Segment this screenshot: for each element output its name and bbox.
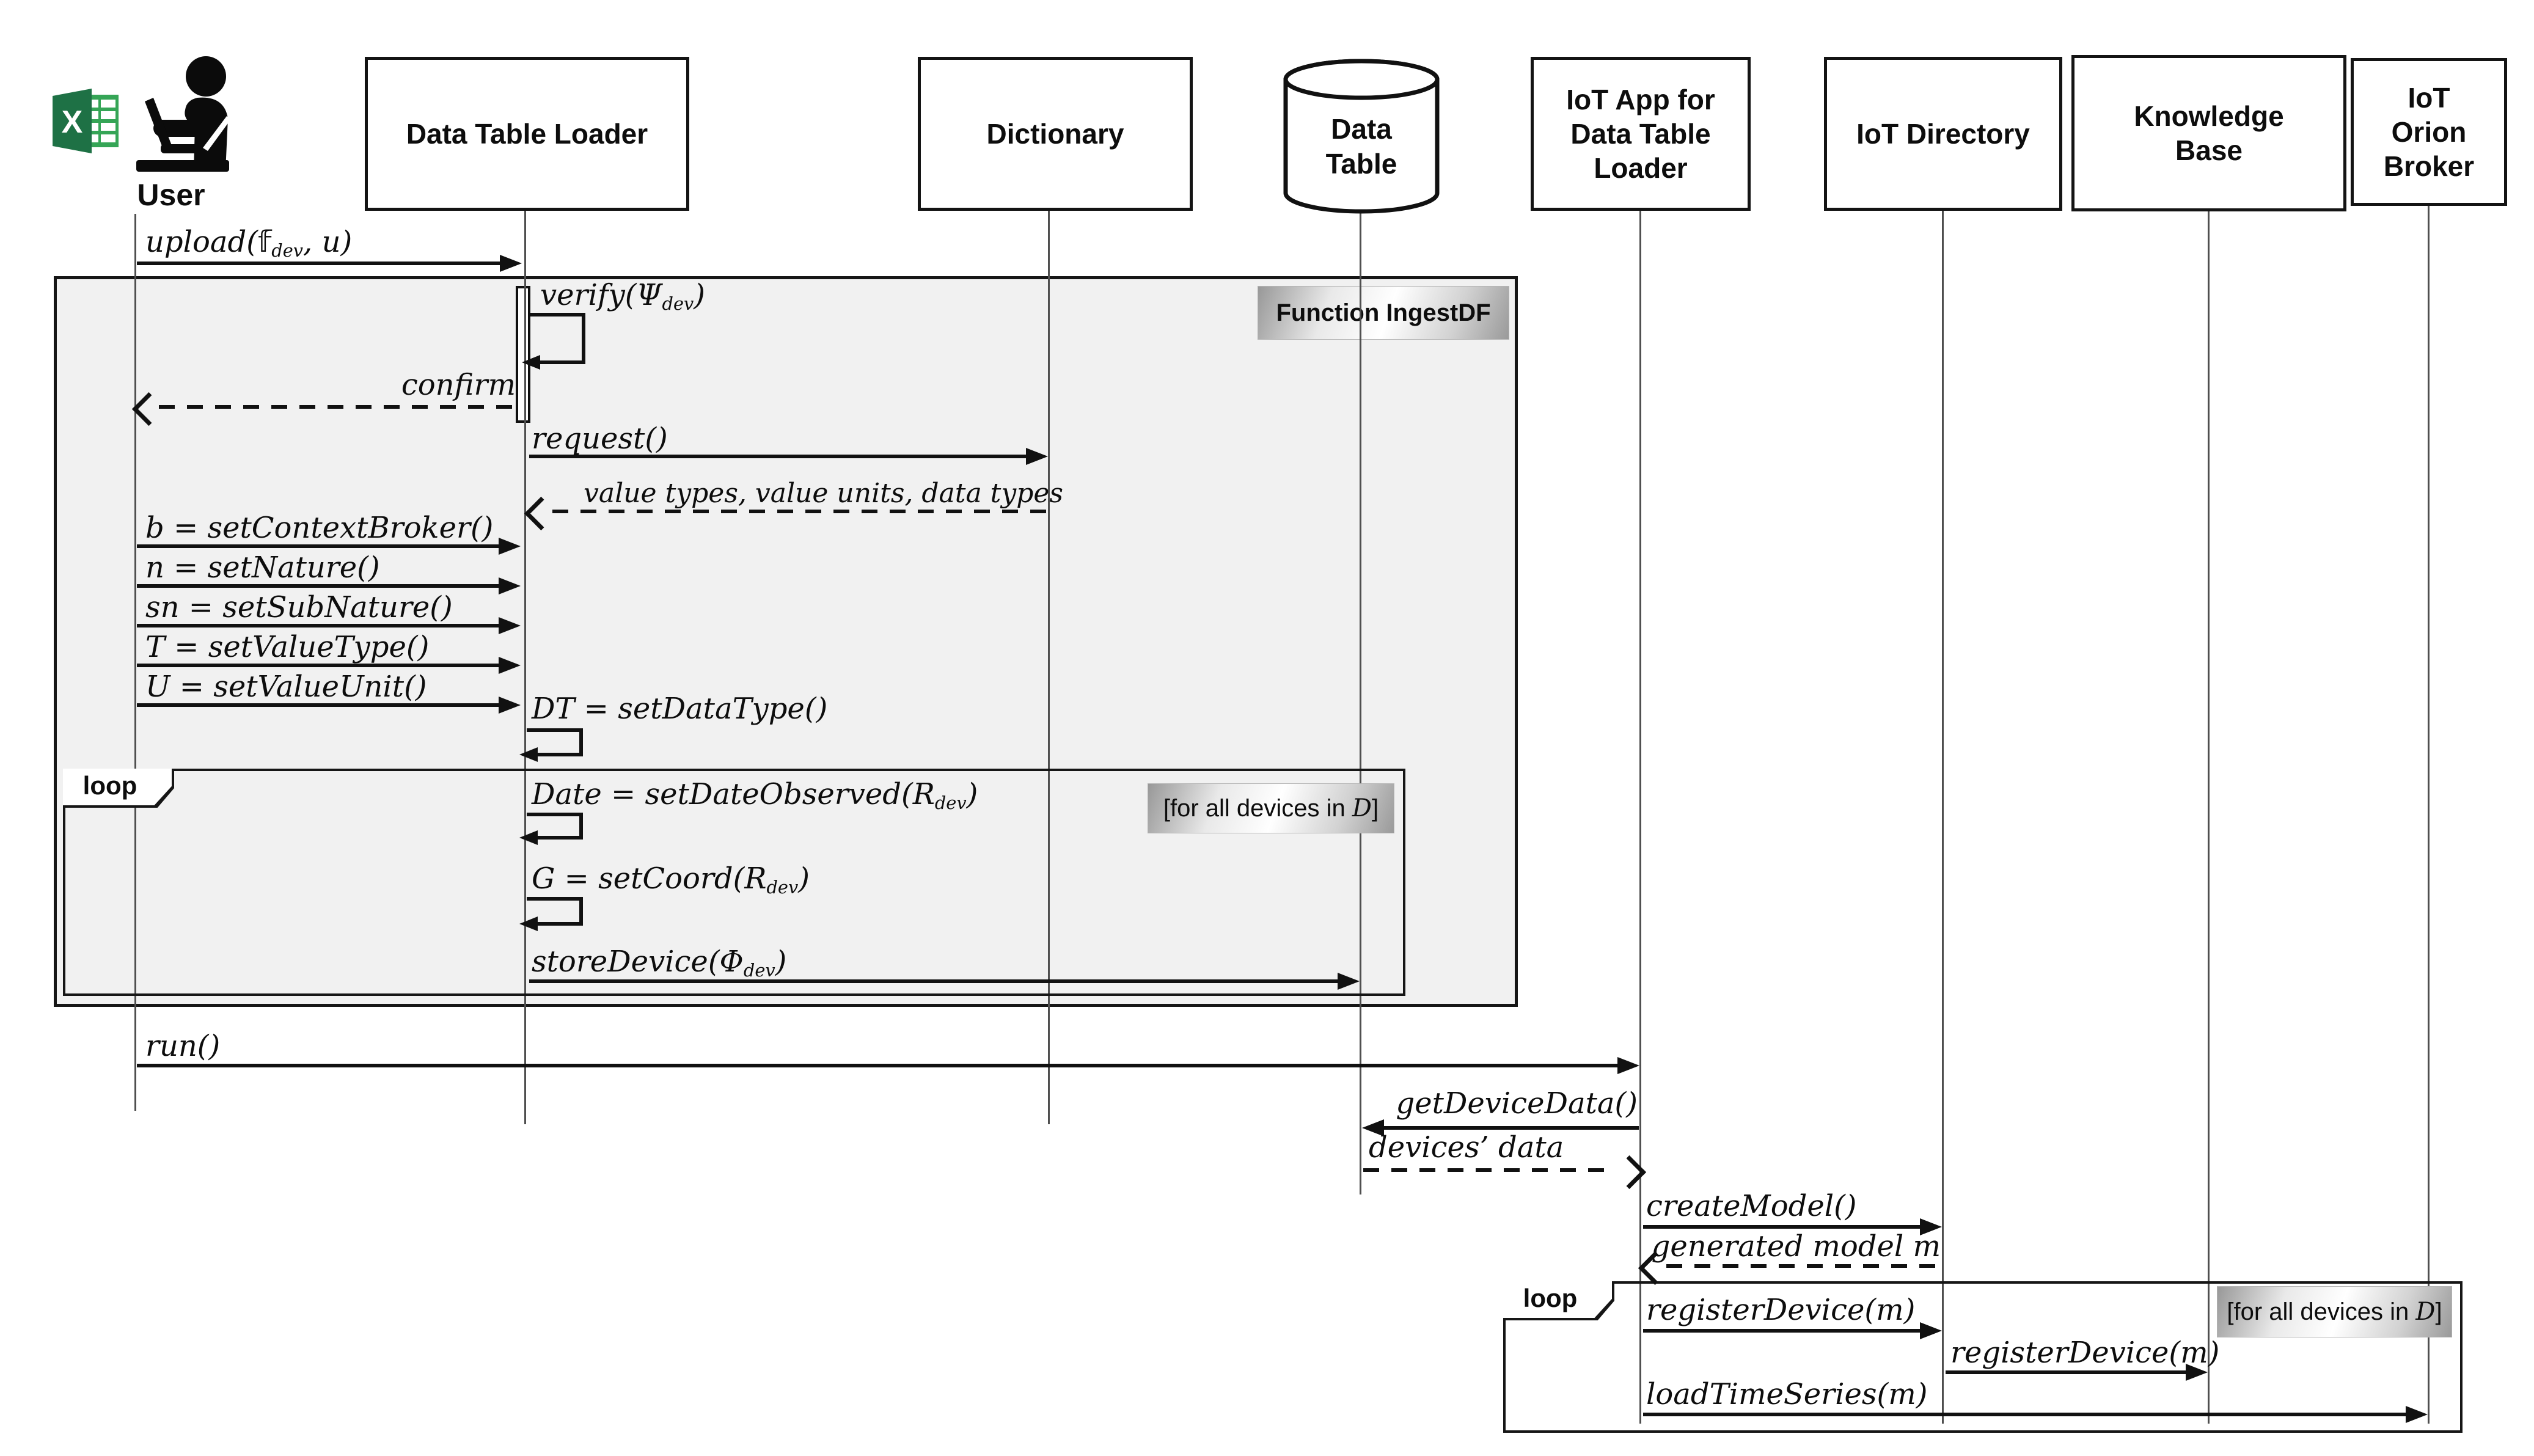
person-at-laptop-icon <box>113 48 238 173</box>
loop1-guard-text: [for all devices in D] <box>1163 794 1379 822</box>
participant-label: Data Table <box>1325 112 1397 180</box>
participant-dictionary: Dictionary <box>918 57 1193 211</box>
message-arrow-set-nature <box>137 577 521 594</box>
message-label-get-device-data: getDeviceData() <box>1396 1086 1638 1121</box>
message-label-run: run() <box>145 1029 221 1063</box>
message-arrow-set-context-broker <box>137 538 521 555</box>
message-arrow-get-device-data <box>1362 1119 1639 1136</box>
message-arrow-set-value-type <box>137 657 521 674</box>
message-arrow-register-device-2 <box>1946 1364 2208 1381</box>
message-arrow-run <box>137 1057 1639 1074</box>
message-arrow-value-types <box>552 510 1047 513</box>
message-arrow-set-coord-self <box>519 897 583 931</box>
function-ingestdf-frame <box>54 276 1518 1007</box>
message-label-request: request() <box>532 422 668 456</box>
lifeline-iot-app <box>1639 211 1641 1424</box>
message-arrow-set-value-unit <box>137 697 521 714</box>
participant-iot-app: IoT App for Data Table Loader <box>1531 57 1751 211</box>
participant-label: IoT Orion Broker <box>2383 81 2475 183</box>
message-label-upload: upload(𝕗dev, u) <box>145 225 353 262</box>
message-arrow-load-time-series <box>1643 1406 2428 1423</box>
svg-text:X: X <box>62 104 83 140</box>
loop1-guard-label: [for all devices in D] <box>1148 783 1394 833</box>
user-label-text: User <box>137 178 205 212</box>
message-arrow-verify-self <box>522 313 585 370</box>
excel-icon: X <box>53 89 121 153</box>
message-arrow-register-device-1 <box>1643 1322 1942 1339</box>
function-ingestdf-label-text: Function IngestDF <box>1276 299 1491 326</box>
participant-label: Knowledge Base <box>2134 100 2284 166</box>
message-label-set-data-type: DT = setDataType() <box>532 692 828 726</box>
message-label-register-device-2: registerDevice(m) <box>1950 1336 2220 1370</box>
lifeline-data-table-loader <box>524 211 526 1124</box>
lifeline-user <box>134 214 136 1111</box>
lifeline-knowledge-base <box>2208 211 2210 1424</box>
message-arrow-set-sub-nature <box>137 617 521 634</box>
database-cylinder-icon <box>1282 56 1441 216</box>
loop2-guard-label: [for all devices in D] <box>2217 1286 2452 1337</box>
message-label-create-model: createModel() <box>1646 1189 1857 1223</box>
function-ingestdf-label: Function IngestDF <box>1258 286 1509 340</box>
message-arrow-generated-model <box>1666 1264 1941 1268</box>
message-arrow-request <box>529 448 1048 465</box>
loop2-operator-label: loop <box>1523 1284 1578 1312</box>
participant-label: Dictionary <box>986 117 1124 150</box>
participant-data-table-loader: Data Table Loader <box>365 57 689 211</box>
message-label-store-device: storeDevice(Φdev) <box>532 945 787 981</box>
message-arrow-set-data-type-self <box>519 728 583 762</box>
lifeline-data-table <box>1360 213 1361 1194</box>
lifeline-dictionary <box>1048 211 1050 1124</box>
message-label-devices-data: devices’ data <box>1369 1130 1564 1165</box>
loop1-operator-tag: loop <box>63 769 174 808</box>
message-label-set-value-type: T = setValueType() <box>145 630 430 664</box>
participant-user-label: User <box>98 177 244 213</box>
participant-label: Data Table Loader <box>406 117 648 150</box>
message-label-verify: verify(Ψdev) <box>540 278 706 315</box>
message-arrow-store-device <box>529 973 1360 990</box>
loop2-frame <box>1503 1281 2463 1433</box>
activation-bar-data-table-loader <box>516 286 530 423</box>
message-label-set-context-broker: b = setContextBroker() <box>145 511 494 545</box>
message-label-set-coord: G = setCoord(Rdev) <box>532 862 810 898</box>
participant-data-table: Data Table <box>1282 92 1441 202</box>
participant-iot-directory: IoT Directory <box>1824 57 2062 211</box>
lifeline-iot-directory <box>1942 211 1944 1424</box>
loop2-guard-text: [for all devices in D] <box>2227 1298 2442 1326</box>
participant-iot-orion-broker: IoT Orion Broker <box>2351 58 2507 206</box>
message-arrow-confirm <box>159 405 516 409</box>
message-label-value-types: value types, value units, data types <box>584 478 1063 509</box>
message-label-set-date-observed: Date = setDateObserved(Rdev) <box>532 777 978 814</box>
loop1-frame <box>63 769 1405 996</box>
message-label-register-device-1: registerDevice(m) <box>1646 1293 1916 1327</box>
loop-tag-shape-fill <box>1503 1281 1612 1318</box>
message-arrow-create-model <box>1643 1218 1942 1235</box>
message-label-set-value-unit: U = setValueUnit() <box>145 670 427 704</box>
message-arrow-set-date-observed-self <box>519 813 583 845</box>
participant-label: IoT App for Data Table Loader <box>1566 83 1715 185</box>
message-label-generated-model: generated model m <box>1651 1229 1941 1264</box>
message-arrow-devices-data <box>1363 1168 1616 1172</box>
message-label-confirm: confirm <box>401 368 516 402</box>
message-arrow-upload <box>137 255 522 272</box>
message-label-load-time-series: loadTimeSeries(m) <box>1646 1377 1928 1411</box>
loop-tag-shape-fill <box>63 769 172 805</box>
participant-label: IoT Directory <box>1856 117 2030 150</box>
message-label-set-nature: n = setNature() <box>145 551 380 585</box>
lifeline-iot-orion-broker <box>2428 206 2430 1424</box>
participant-knowledge-base: Knowledge Base <box>2071 55 2346 211</box>
loop2-operator-tag: loop <box>1503 1281 1614 1320</box>
message-label-set-sub-nature: sn = setSubNature() <box>145 590 453 624</box>
loop1-operator-label: loop <box>82 771 137 800</box>
